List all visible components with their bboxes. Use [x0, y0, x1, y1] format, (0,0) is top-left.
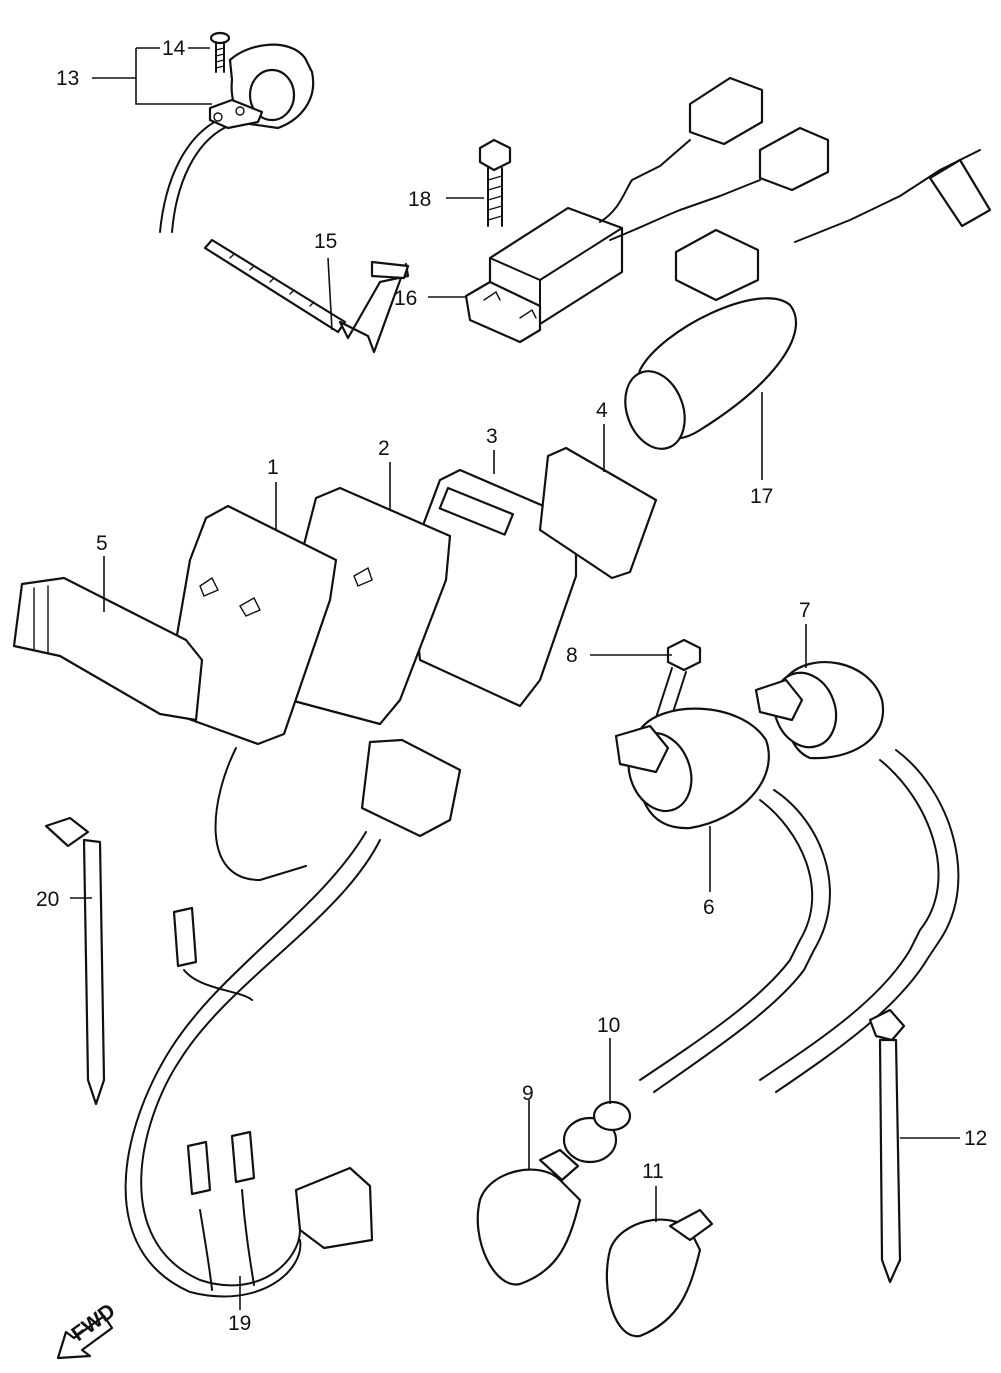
callout-19: 19	[228, 1312, 251, 1335]
callout-2: 2	[378, 437, 390, 460]
callout-8: 8	[566, 644, 578, 667]
part-6-coil	[614, 707, 831, 1093]
callout-14: 14	[162, 37, 186, 60]
callout-3: 3	[486, 425, 498, 448]
callout-13: 13	[56, 67, 79, 90]
callout-9: 9	[522, 1082, 534, 1105]
part-9-plug-cap	[476, 1148, 582, 1286]
part-7-coil	[754, 661, 960, 1093]
fwd-arrow: FWD	[56, 1299, 120, 1360]
callout-15: 15	[314, 230, 337, 253]
part-17-coil	[624, 149, 992, 450]
callout-11: 11	[642, 1160, 664, 1183]
callout-18: 18	[408, 188, 431, 211]
callout-1: 1	[267, 456, 279, 479]
callout-10: 10	[597, 1014, 620, 1037]
part-13-clamp	[159, 43, 315, 233]
callout-17: 17	[750, 485, 773, 508]
callouts: 1 2 3 4 5 6 7 8 9 10 11 12 13 14 15 16 1…	[36, 37, 987, 1335]
part-12-tie	[868, 1008, 906, 1284]
part-4-pad	[538, 446, 658, 580]
part-15-cable-tie	[203, 238, 410, 354]
callout-6: 6	[703, 896, 715, 919]
part-16-unit	[464, 76, 830, 344]
part-19-harness	[124, 738, 462, 1298]
part-10-cap	[562, 1100, 632, 1164]
part-11-plug-cap	[605, 1208, 714, 1338]
callout-16: 16	[394, 287, 417, 310]
callout-5: 5	[96, 532, 108, 555]
part-1-unit	[162, 504, 338, 881]
part-5-strap	[12, 576, 204, 722]
part-3-unit	[408, 468, 578, 708]
callout-20: 20	[36, 888, 59, 911]
part-18-bolt	[478, 138, 512, 227]
callout-7: 7	[799, 599, 811, 622]
part-20-tie	[44, 816, 106, 1106]
callout-12: 12	[964, 1127, 987, 1150]
part-14-screw	[209, 31, 231, 73]
leader-lines	[70, 47, 960, 1310]
callout-4: 4	[596, 399, 608, 422]
